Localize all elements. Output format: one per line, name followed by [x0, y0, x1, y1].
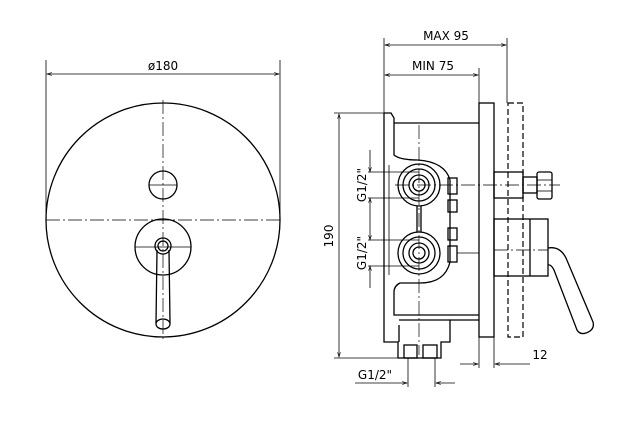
min-depth-label: MIN 75	[412, 59, 454, 73]
lever-handle	[155, 249, 171, 324]
lower-connection-label: G1/2"	[355, 236, 369, 270]
lever-handle-side	[547, 247, 594, 335]
side-view: MAX 95 MIN 75 190	[322, 29, 594, 387]
diameter-label: ø180	[148, 59, 178, 73]
height-label: 190	[322, 225, 336, 248]
max-depth-label: MAX 95	[423, 29, 469, 43]
plate-thickness-label: 12	[532, 348, 547, 362]
cover-plate	[478, 102, 495, 338]
diverter-cap	[536, 171, 553, 200]
upper-connection-label: G1/2"	[355, 168, 369, 202]
lever-body	[493, 218, 549, 277]
bottom-connection-label: G1/2"	[358, 368, 392, 382]
cover-plate-max-position	[507, 102, 524, 338]
front-view: ø180	[45, 59, 281, 340]
